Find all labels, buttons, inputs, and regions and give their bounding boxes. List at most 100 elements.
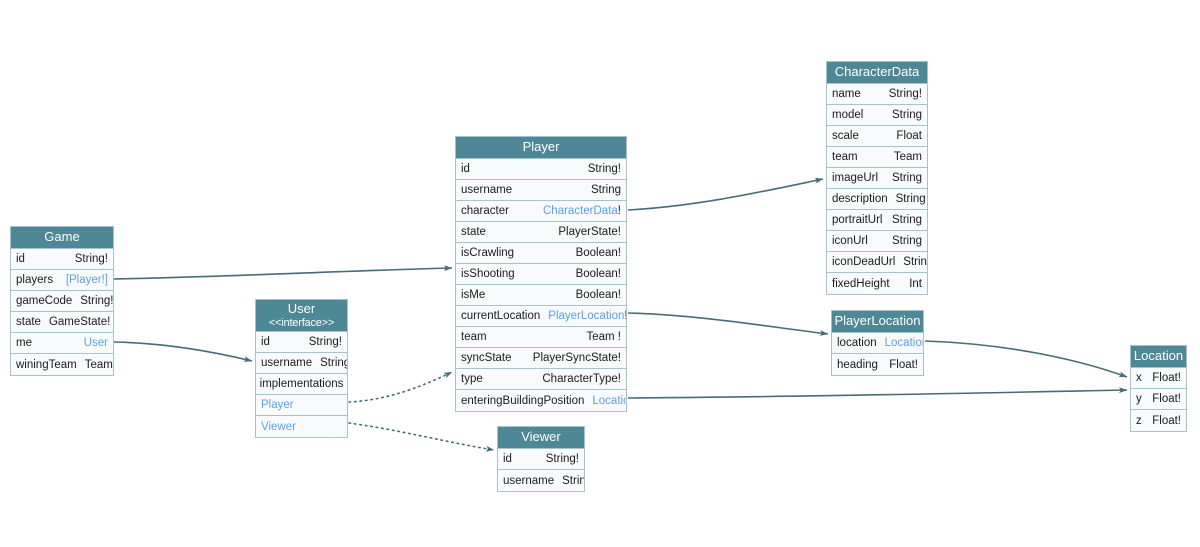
- field-type: String: [891, 235, 922, 247]
- entity-title: Viewer: [521, 429, 561, 445]
- field-type-link[interactable]: CharacterData: [543, 205, 618, 217]
- field-type: Team: [84, 358, 113, 371]
- field-name: isShooting: [461, 268, 515, 280]
- field-name: heading: [837, 358, 878, 371]
- field-type-link[interactable]: Location: [592, 394, 626, 407]
- field-type: Boolean!: [575, 247, 621, 259]
- field-row[interactable]: me User: [11, 333, 113, 354]
- edge-playerlocation-location-to-location: [924, 340, 1128, 378]
- field-name: currentLocation: [461, 310, 541, 322]
- field-name: username: [461, 184, 513, 196]
- field-type: String: [891, 172, 922, 184]
- field-type[interactable]: CharacterData!: [543, 205, 621, 217]
- entity-stereotype: <<interface>>: [268, 316, 335, 329]
- edge-game-me-to-user: [113, 341, 253, 362]
- field-name: Viewer: [261, 420, 296, 433]
- field-type: String: [891, 214, 922, 226]
- field-type: String!: [587, 163, 621, 175]
- field-name: id: [16, 253, 25, 265]
- entity-user[interactable]: User<<interface>>idString!usernameString…: [255, 299, 348, 438]
- field-row: team Team !: [456, 327, 626, 348]
- implementation-row[interactable]: Player: [256, 395, 347, 416]
- field-type-link[interactable]: Location: [884, 337, 923, 349]
- field-name: implementations: [259, 378, 344, 390]
- field-row: isCrawling Boolean!: [456, 243, 626, 264]
- field-name: state: [16, 316, 41, 328]
- field-type: PlayerState!: [558, 226, 621, 238]
- field-type: String: [562, 474, 584, 487]
- field-type-link[interactable]: [Player!]: [65, 274, 108, 286]
- field-type[interactable]: PlayerLocation!: [548, 310, 626, 322]
- field-name: id: [461, 163, 470, 175]
- implementation-row[interactable]: Viewer: [256, 416, 347, 437]
- field-name: me: [16, 337, 32, 349]
- field-type: Boolean!: [575, 268, 621, 280]
- entity-title: Player: [522, 139, 560, 155]
- field-type[interactable]: [Player!]: [66, 274, 108, 286]
- field-type: String!: [888, 88, 922, 100]
- field-name: iconUrl: [832, 235, 868, 247]
- field-row[interactable]: players[Player!]: [11, 270, 113, 291]
- entity-playerlocation[interactable]: PlayerLocation locationLocation! heading Fl…: [831, 310, 924, 376]
- field-name: username: [503, 474, 555, 487]
- entity-header-location: Location: [1131, 346, 1186, 368]
- field-row: iconUrl String: [827, 231, 927, 252]
- entity-title: CharacterData: [834, 64, 920, 80]
- edge-user-player-impl: [348, 371, 453, 403]
- edge-player-enteringbuildingposition-to-location: [627, 387, 1128, 399]
- field-type[interactable]: User: [84, 337, 108, 349]
- field-type[interactable]: Location: [592, 395, 626, 407]
- edge-player-currentlocation-to-playerlocation: [627, 312, 829, 336]
- field-type[interactable]: Location!: [885, 337, 923, 349]
- field-row[interactable]: locationLocation!: [832, 333, 923, 354]
- field-name: fixedHeight: [832, 277, 890, 290]
- field-row: username String: [498, 470, 584, 491]
- field-type: Team: [893, 151, 922, 163]
- entity-header-viewer: Viewer: [498, 427, 584, 449]
- field-name: Player: [261, 399, 294, 411]
- field-row[interactable]: enteringBuildingPositionLocation: [456, 390, 626, 411]
- field-name: z: [1136, 414, 1142, 427]
- field-name: isCrawling: [461, 247, 515, 259]
- field-type-link[interactable]: User: [83, 337, 108, 349]
- field-type-nonnull: !: [624, 310, 626, 322]
- field-name: id: [261, 336, 270, 348]
- field-type: Team !: [586, 331, 621, 343]
- field-name: gameCode: [16, 295, 73, 307]
- entity-header-playerlocation: PlayerLocation: [832, 311, 923, 333]
- edge-game-players-to-player: [113, 265, 453, 280]
- field-type: Float!: [1152, 414, 1181, 427]
- field-type: Float!: [889, 358, 918, 371]
- field-type: Float!: [1152, 393, 1181, 405]
- field-type: GameState!: [48, 316, 111, 328]
- field-type: String: [895, 193, 926, 205]
- entity-title: Game: [44, 229, 80, 245]
- field-row: state GameState!: [11, 312, 113, 333]
- entity-title: PlayerLocation: [834, 313, 921, 329]
- field-name: isMe: [461, 289, 486, 301]
- field-type: String: [891, 109, 922, 121]
- field-type: String!: [545, 453, 579, 465]
- field-name: state: [461, 226, 486, 238]
- field-name: username: [261, 357, 313, 369]
- field-name: team: [461, 331, 487, 343]
- field-type-link[interactable]: PlayerLocation: [548, 310, 625, 322]
- field-row: iconDeadUrlString: [827, 252, 927, 273]
- field-row[interactable]: currentLocation PlayerLocation!: [456, 306, 626, 327]
- field-type: String!: [308, 336, 342, 348]
- entity-header-player: Player: [456, 137, 626, 159]
- field-type: CharacterType!: [542, 373, 621, 385]
